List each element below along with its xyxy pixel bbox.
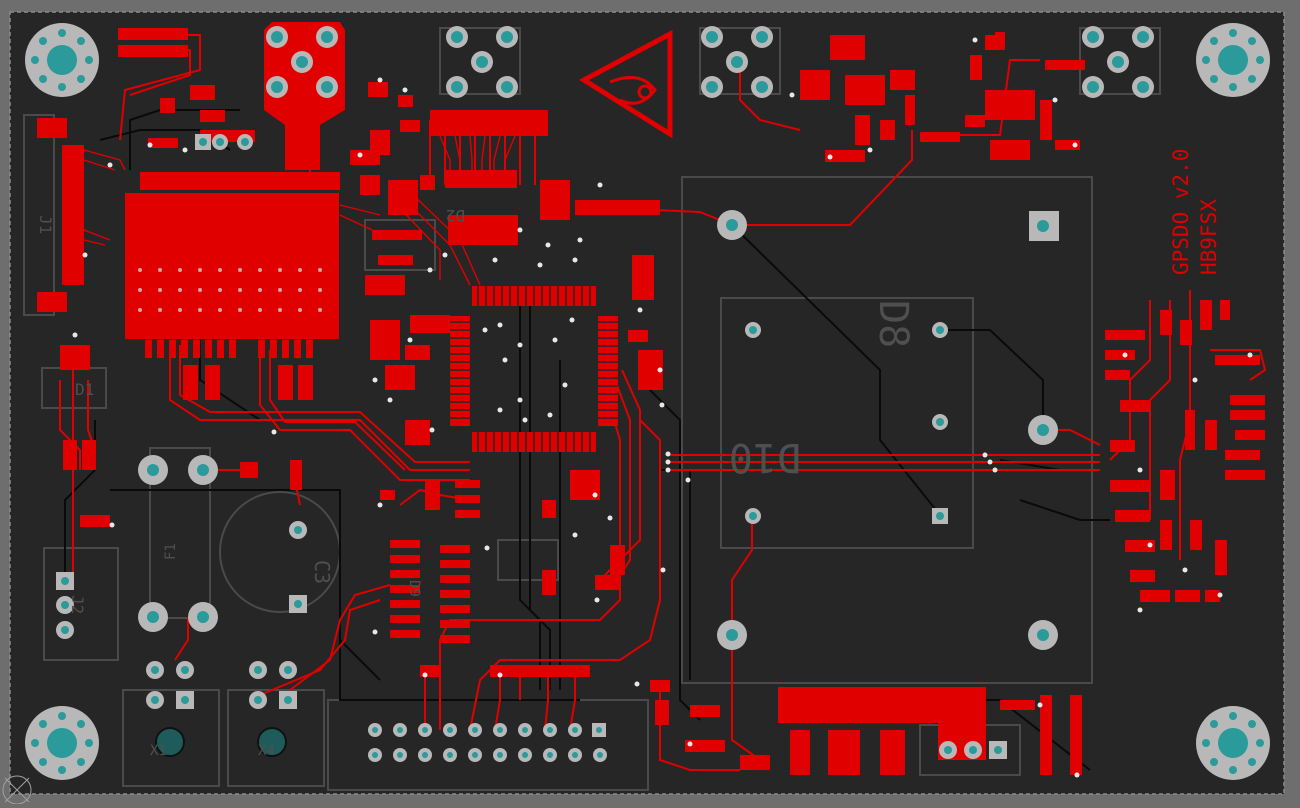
via-dots bbox=[72, 37, 1253, 778]
mounting-hole-top-left bbox=[25, 23, 99, 97]
top-right-cluster bbox=[800, 32, 1085, 162]
label-d1: D1 bbox=[75, 380, 94, 399]
led-x1-pad bbox=[155, 727, 185, 757]
label-d8: D8 bbox=[870, 300, 916, 348]
board-title-line2: HB9FSX bbox=[1197, 199, 1221, 275]
label-j2: J2 bbox=[68, 595, 87, 614]
label-d10: D10 bbox=[729, 434, 801, 480]
mounting-hole-bottom-left bbox=[25, 706, 99, 780]
right-component-cluster bbox=[1105, 300, 1265, 602]
label-f1: F1 bbox=[163, 543, 179, 560]
esd-warning-logo bbox=[579, 29, 673, 139]
ic-mcu-pin-gaps bbox=[450, 286, 618, 452]
mounting-hole-bottom-right bbox=[1196, 706, 1270, 780]
origin-marker-icon bbox=[2, 775, 32, 805]
through-hole-pads bbox=[56, 26, 1154, 759]
board-title-line1: GPSDO v2.0 bbox=[1169, 149, 1193, 275]
label-d2: D2 bbox=[446, 206, 465, 225]
mounting-hole-top-right bbox=[1196, 23, 1270, 97]
fine-trace-fanout bbox=[83, 135, 516, 286]
misc-smd-parts bbox=[37, 28, 670, 725]
header-connector-pins bbox=[368, 723, 607, 762]
sma-copper-area bbox=[264, 22, 345, 170]
label-d9: D9 bbox=[406, 580, 422, 597]
label-j1: J1 bbox=[36, 215, 55, 234]
label-x1: X1 bbox=[150, 743, 167, 759]
d2-pads bbox=[430, 110, 548, 245]
ic-u1-thermal-vias bbox=[138, 268, 322, 312]
silkscreen-labels: D8 D10 D2 F1 J1 J2 D1 D9 C3 X1 X4 bbox=[36, 206, 916, 759]
ic-u1-bottom-pins bbox=[145, 340, 313, 358]
ic-u1-pour bbox=[125, 172, 340, 339]
bottom-power-block bbox=[685, 687, 1082, 775]
label-c3: C3 bbox=[310, 560, 334, 584]
led-x4-pad bbox=[257, 727, 287, 757]
label-x4: X4 bbox=[258, 743, 275, 759]
board-title: GPSDO v2.0 HB9FSX bbox=[1169, 149, 1221, 275]
